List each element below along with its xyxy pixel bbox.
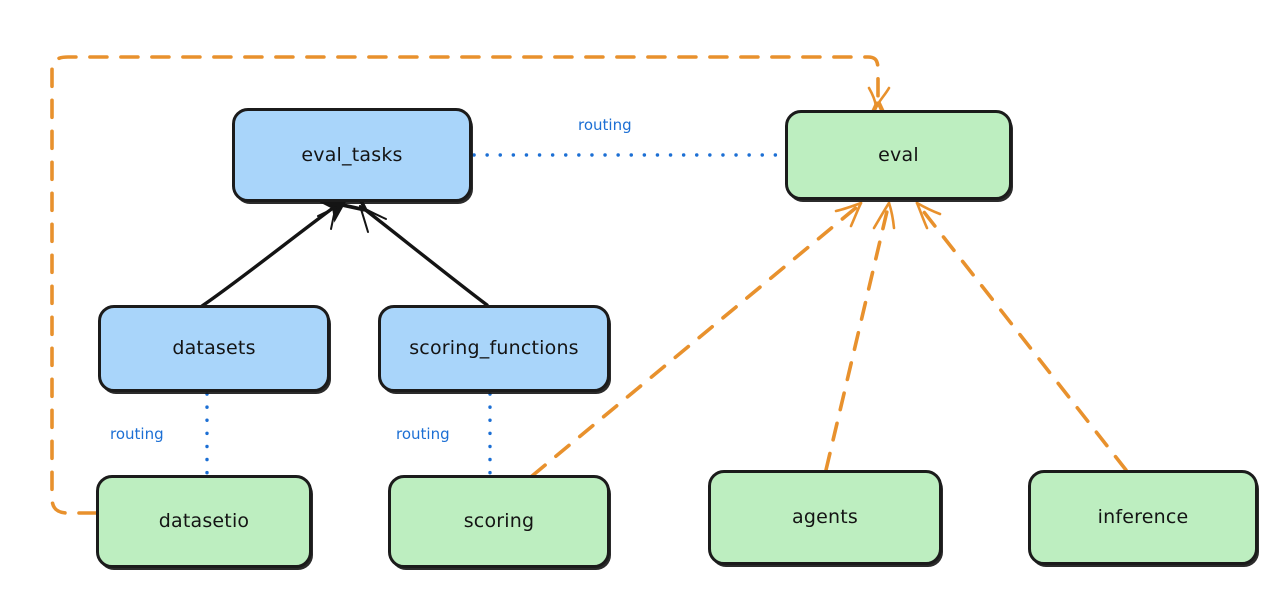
node-inference[interactable]: inference [1028,470,1258,565]
node-datasets[interactable]: datasets [98,305,330,392]
node-datasetio[interactable]: datasetio [96,475,312,568]
node-agents[interactable]: agents [708,470,942,565]
edge-agents-to-eval [824,201,896,472]
edge-label-routing-eval-tasks-eval: routing [578,116,632,134]
edge-label-routing-scoring-functions-scoring: routing [396,425,450,443]
node-eval-tasks[interactable]: eval_tasks [232,108,472,202]
node-datasetio-label: datasetio [158,510,250,533]
node-eval-label: eval [878,143,919,166]
node-scoring-functions[interactable]: scoring_functions [378,305,610,392]
edge-inference-to-eval [915,201,1128,472]
node-scoring-label: scoring [463,510,535,533]
node-agents-label: agents [792,506,858,529]
edge-scoring-to-eval [530,201,863,478]
node-datasets-label: datasets [172,337,256,360]
edge-scoring-functions-to-eval-tasks [360,206,489,307]
node-eval[interactable]: eval [785,110,1012,200]
edge-datasets-to-eval-tasks [200,196,349,308]
node-scoring-functions-label: scoring_functions [409,337,579,360]
node-inference-label: inference [1097,506,1189,529]
node-scoring[interactable]: scoring [388,475,610,568]
node-eval-tasks-label: eval_tasks [301,143,403,166]
edge-label-routing-datasets-datasetio: routing [110,425,164,443]
edge-datasetio-to-eval [50,55,889,515]
